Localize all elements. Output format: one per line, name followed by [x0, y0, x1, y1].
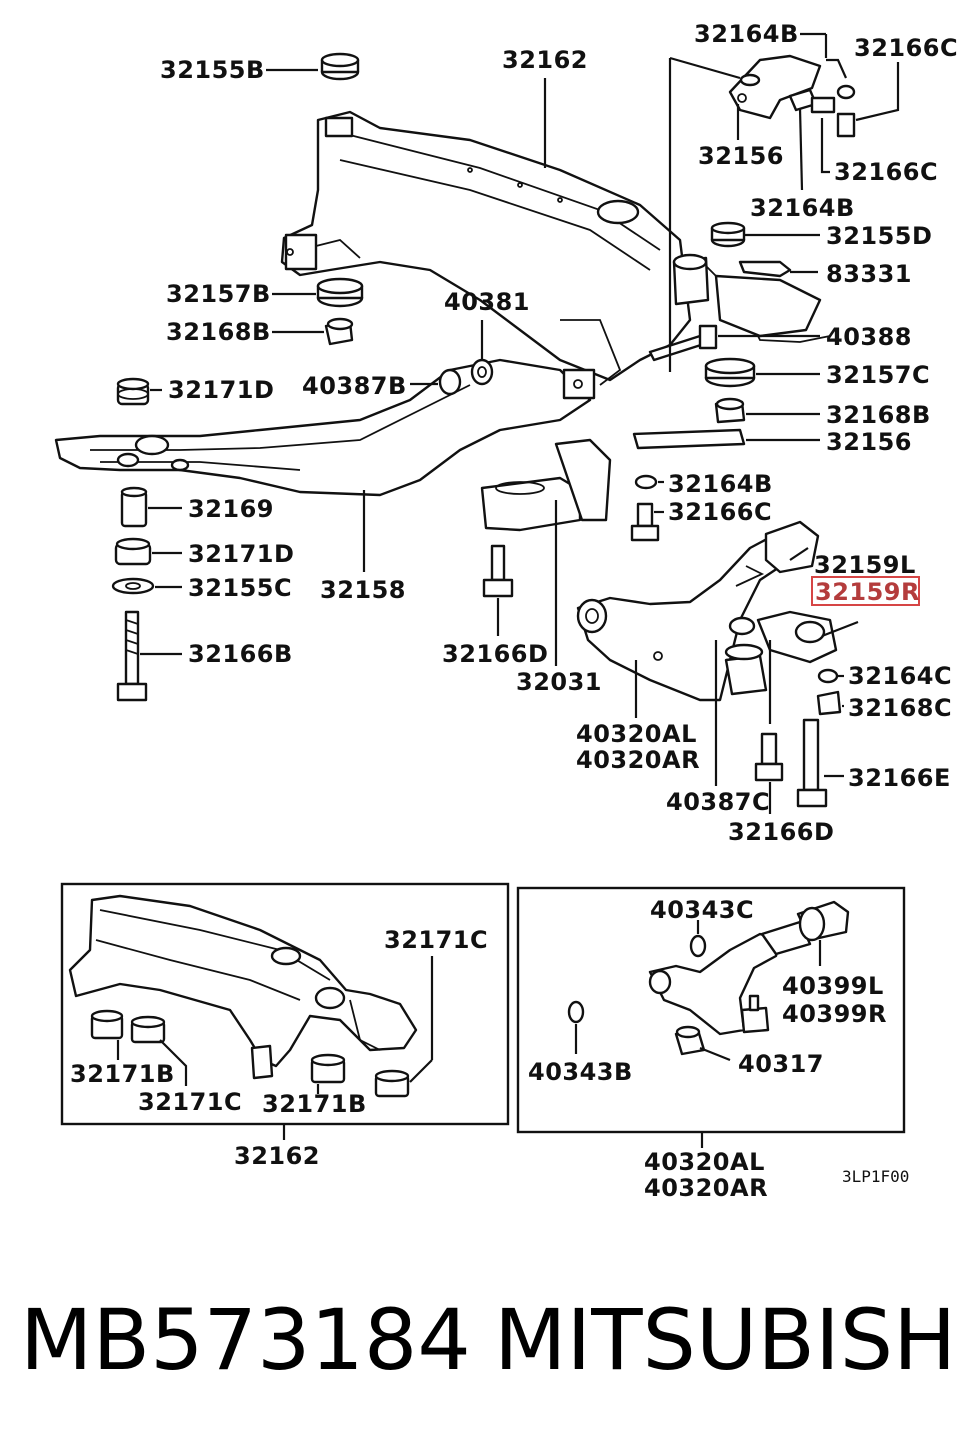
bolt-40388	[648, 324, 718, 362]
stiffener-32156	[632, 428, 746, 450]
label-40387C: 40387C	[666, 788, 770, 816]
lower-arm-40320	[576, 520, 838, 702]
label-32166C-low: 32166C	[668, 498, 772, 526]
front-member-32158	[54, 358, 596, 497]
washer-40343C	[689, 934, 707, 958]
figure-code: 3LP1F00	[842, 1167, 909, 1186]
label-32168C: 32168C	[848, 694, 952, 722]
label-32166D-right: 32166D	[728, 818, 834, 846]
nut-32168B-left	[324, 317, 354, 346]
label-32156-mid: 32156	[826, 428, 912, 456]
nut-32164B-low	[634, 474, 658, 490]
label-32166B: 32166B	[188, 640, 293, 668]
inset-right-frame	[516, 886, 906, 1134]
highlight-box-32159R	[811, 576, 920, 606]
nut-32168B-right	[714, 397, 746, 424]
washer-32155C	[111, 577, 155, 595]
ball-joint-inset	[740, 994, 770, 1034]
label-32164B-mid: 32164B	[750, 194, 855, 222]
label-32155C: 32155C	[188, 574, 292, 602]
bushing-32171C-a	[130, 1015, 166, 1044]
nut-32164C	[817, 668, 839, 684]
main-labels: 32155B 32162 32164B 32166C 32156 32166C …	[160, 20, 958, 846]
bracket-32164B-top	[728, 54, 822, 120]
label-32164C: 32164C	[848, 662, 952, 690]
label-32155D: 32155D	[826, 222, 932, 250]
label-83331: 83331	[826, 260, 912, 288]
bushing-32171C-b	[374, 1069, 410, 1098]
bushing-32155D	[710, 221, 746, 248]
nut-32168C	[816, 690, 842, 716]
label-32171C-b: 32171C	[138, 1088, 242, 1116]
label-32159R[interactable]: 32159R	[815, 578, 920, 606]
label-32168B-left: 32168B	[166, 318, 271, 346]
label-40399L: 40399L	[782, 972, 884, 1000]
label-32166C-top: 32166C	[854, 34, 958, 62]
leader-lines	[140, 32, 900, 814]
bushing-32171D-low	[114, 537, 152, 566]
bolt-32166B	[116, 610, 148, 702]
mount-32157B	[316, 277, 364, 308]
label-32164B-low: 32164B	[668, 470, 773, 498]
collar-32169	[120, 486, 148, 528]
nut-40387B	[438, 368, 462, 396]
label-32171B-b: 32171B	[262, 1090, 367, 1118]
inset-right-lower-arm: 40343C 40399L 40399R 40343B 40317 40320A…	[516, 886, 906, 1202]
label-32162-inset: 32162	[234, 1142, 320, 1170]
label-32166D-left: 32166D	[442, 640, 548, 668]
label-32169: 32169	[188, 495, 274, 523]
ball-joint	[724, 616, 768, 696]
bolt-32166C-top	[788, 84, 856, 138]
label-40387B: 40387B	[302, 372, 407, 400]
clip-83331	[738, 260, 792, 278]
label-32164B-top: 32164B	[694, 20, 799, 48]
label-40320AR-inset: 40320AR	[644, 1174, 768, 1202]
engine-mount-bracket-32031	[480, 438, 612, 532]
label-32158: 32158	[320, 576, 406, 604]
label-40343C: 40343C	[650, 896, 754, 924]
label-40388: 40388	[826, 323, 912, 351]
inset-left-crossmember: 32171C 32171B 32171C 32171B 32162	[60, 882, 510, 1170]
label-32171D-top: 32171D	[168, 376, 274, 404]
bolt-32166C-low	[630, 502, 660, 542]
exploded-parts-diagram: 32155B 32162 32164B 32166C 32156 32166C …	[54, 20, 958, 1202]
label-32166E: 32166E	[848, 764, 951, 792]
label-32162: 32162	[502, 46, 588, 74]
bushing-32171D-top	[116, 377, 150, 406]
label-32171B-a: 32171B	[70, 1060, 175, 1088]
brand-name: MITSUBISHI	[494, 1291, 960, 1389]
label-40381: 40381	[444, 288, 530, 316]
bolt-32166D-left	[482, 544, 514, 598]
label-32155B: 32155B	[160, 56, 265, 84]
label-32171C-a: 32171C	[384, 926, 488, 954]
crossmember-32162	[280, 110, 831, 386]
bushing-40399	[796, 900, 850, 942]
label-40399R: 40399R	[782, 1000, 887, 1028]
bolt-32166E	[796, 718, 828, 808]
washer-40343B	[567, 1000, 585, 1024]
rear-bushing-mount	[672, 253, 822, 338]
label-40317: 40317	[738, 1050, 824, 1078]
label-40320AR-main: 40320AR	[576, 746, 700, 774]
label-32166C-mid: 32166C	[834, 158, 938, 186]
washer-40381	[470, 358, 494, 386]
label-32156-top: 32156	[698, 142, 784, 170]
label-40320AL-main: 40320AL	[576, 720, 697, 748]
bushing-32171B-b	[310, 1053, 346, 1084]
bolt-32166D-right	[754, 732, 784, 782]
label-32168B-right: 32168B	[826, 401, 931, 429]
label-32157C: 32157C	[826, 361, 930, 389]
label-32031: 32031	[516, 668, 602, 696]
boot-40317	[674, 1025, 706, 1056]
bushing-32171B-a	[90, 1009, 124, 1040]
label-32171D-low: 32171D	[188, 540, 294, 568]
mount-32157C	[704, 357, 756, 388]
label-32157B: 32157B	[166, 280, 271, 308]
label-40320AL-inset: 40320AL	[644, 1148, 765, 1176]
part-number: MB573184	[20, 1291, 471, 1389]
bushing-32155B	[320, 52, 360, 81]
label-32159L: 32159L	[814, 551, 916, 579]
label-40343B: 40343B	[528, 1058, 633, 1086]
footer-caption: MB573184 MITSUBISHI	[0, 1280, 960, 1400]
